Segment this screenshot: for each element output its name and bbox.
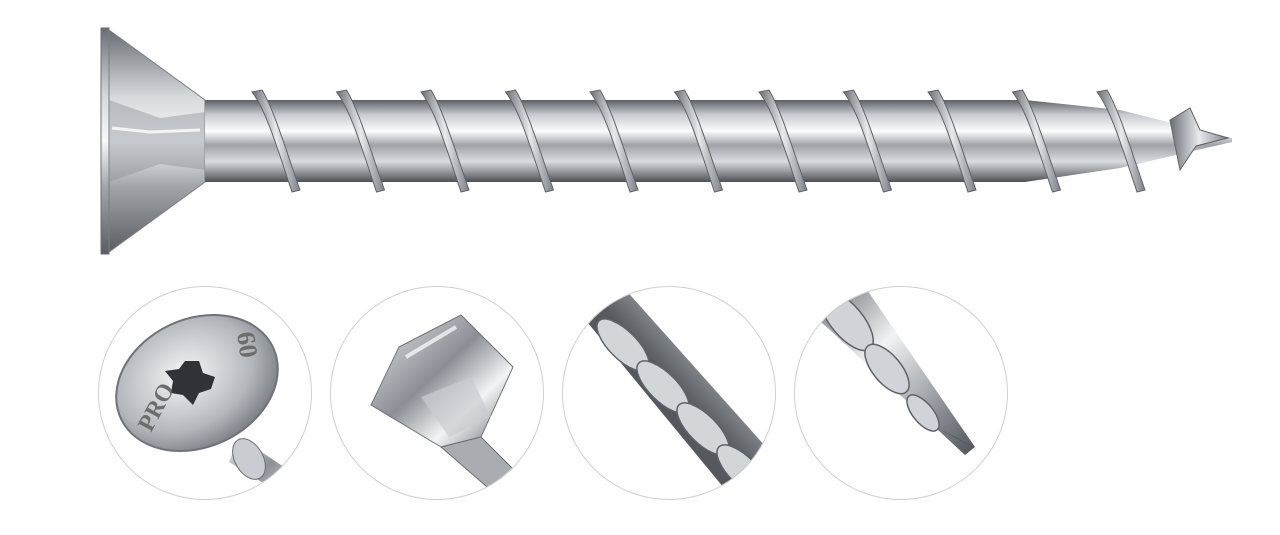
tip-flute bbox=[1169, 107, 1230, 172]
main-screw-image bbox=[100, 27, 1232, 255]
thread-ridge bbox=[504, 89, 555, 193]
thread-ridge bbox=[842, 89, 893, 193]
thread-ridge bbox=[1096, 89, 1146, 193]
thread-ridge bbox=[589, 89, 639, 193]
thread-ridge bbox=[758, 89, 808, 193]
thread-ridge bbox=[927, 89, 977, 193]
thread-ridge bbox=[1011, 89, 1062, 193]
thread-ridge bbox=[420, 89, 470, 193]
detail-circle-tip bbox=[794, 286, 1008, 500]
thread-ridge bbox=[673, 89, 724, 193]
detail-circle-thread bbox=[562, 286, 776, 500]
head-stamp-size: 60 bbox=[231, 330, 263, 360]
detail-circle-countersunk bbox=[330, 286, 544, 500]
thread-ridge bbox=[251, 89, 301, 193]
detail-circle-head-top: PRO 60 bbox=[98, 286, 312, 500]
thread-ridge bbox=[335, 89, 386, 193]
